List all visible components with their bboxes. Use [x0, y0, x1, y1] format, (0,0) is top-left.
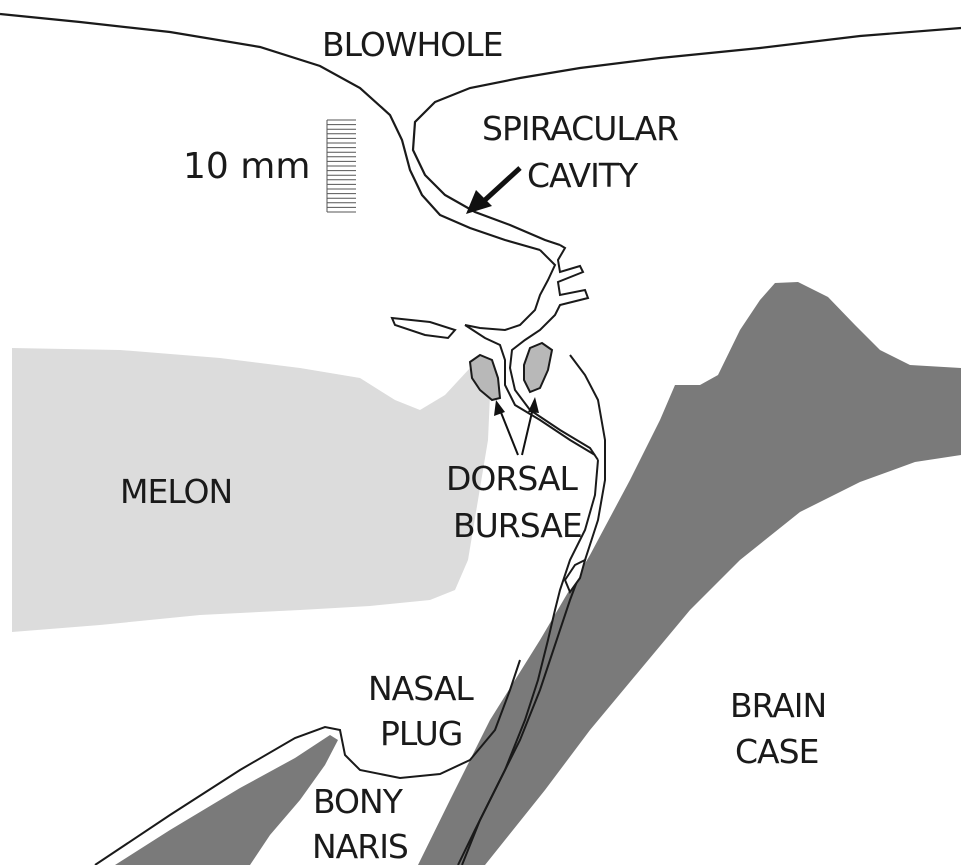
- label-nasal-plug-line2: PLUG: [380, 714, 462, 753]
- vestibular-flap: [392, 318, 455, 338]
- label-nasal-plug-line1: NASAL: [368, 669, 474, 708]
- label-spiracular-cavity-line1: SPIRACULAR: [482, 109, 678, 148]
- label-brain-case-line2: CASE: [735, 732, 818, 771]
- dorsal-bursa-right[interactable]: [524, 343, 552, 392]
- bursae-arrow-right: [522, 397, 539, 455]
- label-scale: 10 mm: [183, 146, 310, 187]
- label-spiracular-cavity-line2: CAVITY: [527, 156, 639, 195]
- label-melon: MELON: [120, 472, 232, 511]
- label-bony-naris-line1: BONY: [313, 782, 404, 821]
- spiracular-diverticula: [465, 250, 555, 330]
- bursae-arrow-left: [494, 400, 518, 455]
- spiracular-branches: [510, 245, 598, 460]
- label-dorsal-bursae-line2: BURSAE: [453, 506, 582, 545]
- bony-naris-bone: [115, 735, 338, 865]
- melon-region: [12, 348, 490, 632]
- label-blowhole: BLOWHOLE: [322, 25, 502, 64]
- label-dorsal-bursae-line1: DORSAL: [446, 459, 578, 498]
- spiracular-arrow: [466, 168, 520, 214]
- scale-bar: [327, 120, 356, 212]
- label-bony-naris-line2: NARIS: [312, 827, 408, 865]
- label-brain-case-line1: BRAIN: [730, 686, 826, 725]
- brain-case-bone: [418, 282, 961, 865]
